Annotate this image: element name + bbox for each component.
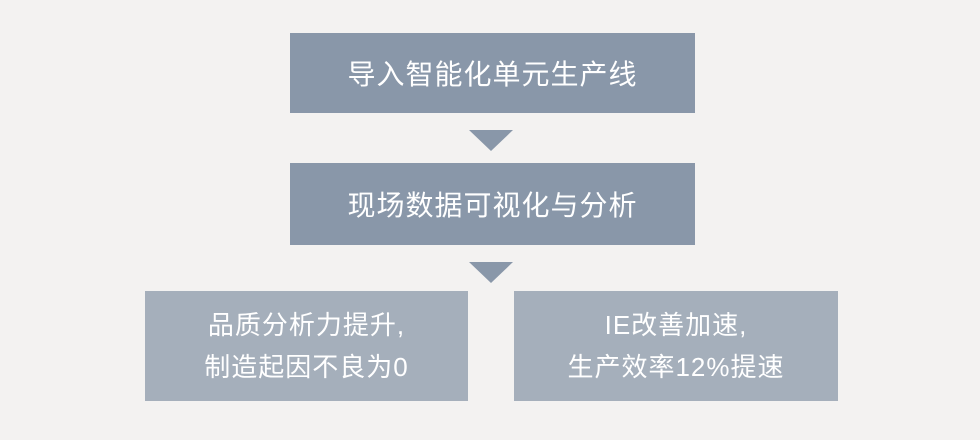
outcome-left-line2: 制造起因不良为0 — [204, 352, 409, 382]
flow-step2-label: 现场数据可视化与分析 — [347, 190, 638, 221]
flow-outcome-left-box: 品质分析力提升, 制造起因不良为0 — [145, 291, 468, 401]
flow-step1-label: 导入智能化单元生产线 — [347, 59, 638, 90]
outcome-right-line1: IE改善加速, — [604, 310, 748, 340]
down-arrow-icon — [469, 262, 513, 283]
outcome-left-line1: 品质分析力提升, — [207, 310, 406, 340]
outcome-right-line2: 生产效率12%提速 — [567, 352, 785, 382]
down-arrow-icon — [469, 130, 513, 151]
flow-outcome-right-box: IE改善加速, 生产效率12%提速 — [514, 291, 838, 401]
flow-step1-box: 导入智能化单元生产线 — [290, 33, 695, 113]
flow-step2-box: 现场数据可视化与分析 — [290, 163, 695, 245]
